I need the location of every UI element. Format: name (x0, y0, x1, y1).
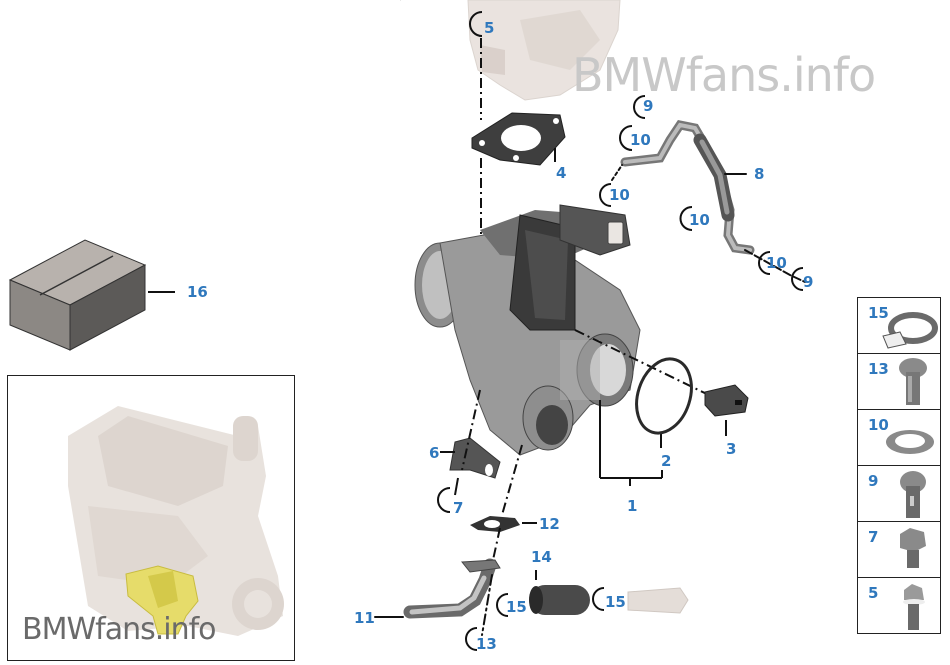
bracket-6 (440, 389, 501, 496)
legend-number: 7 (868, 528, 879, 546)
engine-location-thumbnail[interactable]: BMWfans.info (7, 375, 295, 661)
short-hex-bolt-icon (900, 528, 926, 568)
sensor-3 (704, 384, 749, 417)
callout-2[interactable]: 2 (661, 452, 672, 470)
gasket-12 (470, 444, 537, 561)
legend-number: 9 (868, 472, 879, 490)
callout-6[interactable]: 6 (429, 444, 440, 462)
banjo-bolt-icon (900, 471, 926, 518)
legend-item-hose-clamp[interactable]: 15 (857, 297, 941, 353)
legend-number: 15 (868, 304, 889, 322)
callout-8[interactable]: 8 (754, 165, 765, 183)
callout-12[interactable]: 12 (539, 515, 560, 533)
callout-9-lower[interactable]: 9 (803, 273, 814, 291)
legend-item-hex-bolt[interactable]: 13 (857, 353, 941, 409)
legend-item-collar-bolt[interactable]: 5 (857, 577, 941, 634)
seal-ring-icon (886, 430, 934, 454)
hose-14 (529, 570, 590, 615)
callout-10-d[interactable]: 10 (766, 254, 787, 272)
seal-ring-2 (635, 357, 693, 435)
gasket-4 (471, 112, 566, 166)
exhaust-manifold-faded (467, 0, 621, 101)
package-box-16 (8, 239, 175, 351)
watermark-thumbnail: BMWfans.info (22, 612, 217, 647)
pipe-end-faded (627, 587, 689, 614)
callout-4[interactable]: 4 (556, 164, 567, 182)
legend-item-hex-bolt-short[interactable]: 7 (857, 521, 941, 577)
callout-3[interactable]: 3 (726, 440, 737, 458)
legend-item-seal-ring[interactable]: 10 (857, 409, 941, 465)
callout-15-b[interactable]: 15 (605, 593, 626, 611)
legend-item-banjo-bolt[interactable]: 9 (857, 465, 941, 521)
callout-15-a[interactable]: 15 (506, 598, 527, 616)
callout-10-c[interactable]: 10 (689, 211, 710, 229)
callout-7[interactable]: 7 (453, 499, 464, 517)
callout-16[interactable]: 16 (187, 283, 208, 301)
callout-14[interactable]: 14 (531, 548, 552, 566)
turbocharger-1 (414, 204, 641, 456)
callout-13[interactable]: 13 (476, 635, 497, 653)
engine-block-icon (68, 406, 284, 636)
callout-1[interactable]: 1 (627, 497, 638, 515)
callout-10-b[interactable]: 10 (609, 186, 630, 204)
hex-bolt-icon (899, 358, 927, 405)
callout-10-a[interactable]: 10 (630, 131, 651, 149)
small-parts-legend: 15 13 10 9 (857, 297, 941, 634)
callout-9-upper[interactable]: 9 (643, 97, 654, 115)
callout-11[interactable]: 11 (354, 609, 375, 627)
legend-number: 13 (868, 360, 889, 378)
watermark-main: BMWfans.info (572, 48, 876, 102)
hose-clamp-icon (882, 312, 938, 349)
legend-number: 5 (868, 584, 879, 602)
callout-5-top[interactable]: 5 (484, 19, 495, 37)
collar-bolt-icon (903, 584, 925, 630)
legend-number: 10 (868, 416, 889, 434)
oil-return-pipe-11 (374, 558, 501, 636)
